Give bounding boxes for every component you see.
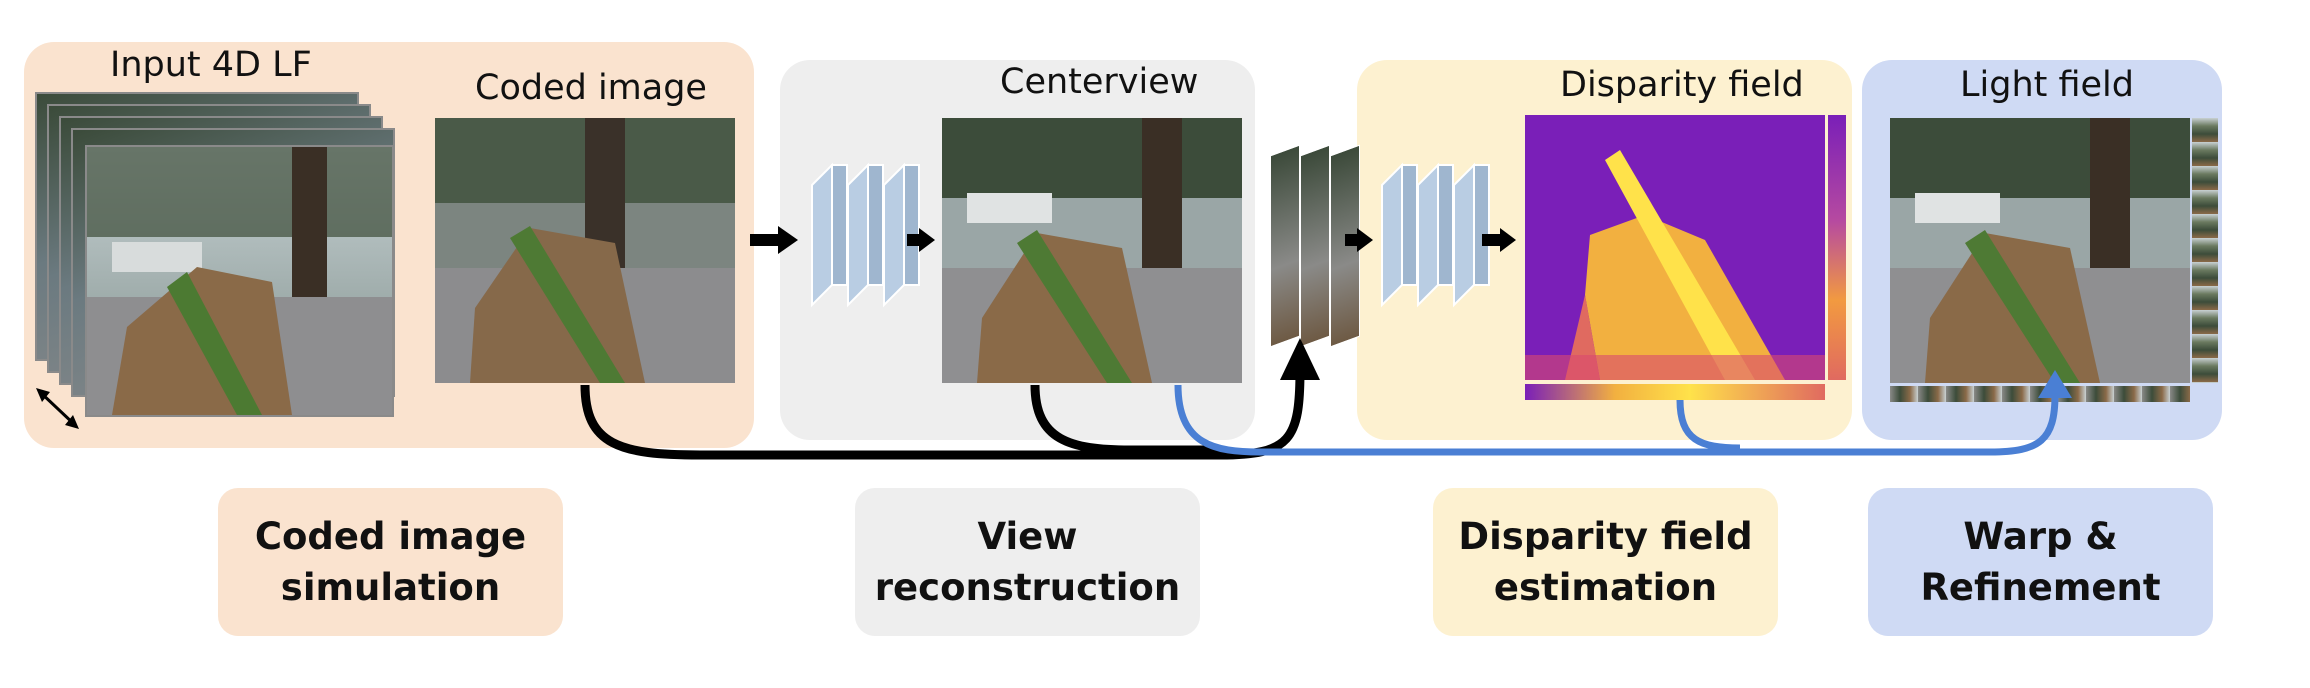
coded-image-title: Coded image [475,68,707,108]
stage4-line1: Warp & [1963,515,2118,558]
centerview-title: Centerview [1000,62,1199,102]
input-lf-title: Input 4D LF [110,45,312,85]
coded-image [435,118,735,383]
stage3-line1: Disparity field [1458,515,1753,558]
light-field-epi-strip-right [2192,118,2218,383]
disparity-epi-strip-bottom [1525,384,1825,400]
stage-label-view-reconstruction: View reconstruction [855,488,1200,636]
disparity-field-image [1525,115,1825,380]
stage1-line2: simulation [280,566,501,609]
stage4-line2: Refinement [1920,566,2161,609]
light-field-title: Light field [1960,65,2134,105]
disparity-epi-strip-right [1828,115,1846,380]
centerview-image [942,118,1242,383]
stage2-line2: reconstruction [874,566,1181,609]
input-lf-front-image [85,145,394,417]
stage2-line1: View [977,515,1078,558]
stage1-line1: Coded image [254,515,527,558]
light-field-epi-strip-bottom [1890,386,2190,402]
stage-label-coded-image-simulation: Coded image simulation [218,488,563,636]
disparity-field-title: Disparity field [1560,65,1804,105]
stage-label-disparity-field-estimation: Disparity field estimation [1433,488,1778,636]
stage3-line2: estimation [1493,566,1718,609]
stage-label-warp-refinement: Warp & Refinement [1868,488,2213,636]
light-field-image [1890,118,2190,383]
